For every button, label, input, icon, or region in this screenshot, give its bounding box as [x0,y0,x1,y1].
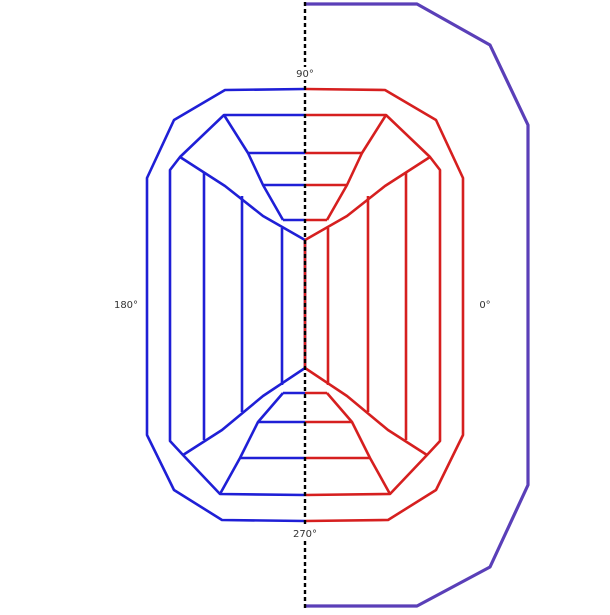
left-corner-top [222,114,285,221]
angle-label-0: 0° [479,300,490,311]
angle-label-270: 270° [293,529,317,540]
label-bottom-bg [291,527,319,540]
right-corner-bottom [326,392,392,495]
right-crown-ring [304,113,442,497]
right-corner-top [325,114,388,221]
left-half-facets [145,87,307,523]
side-profile [305,2,530,608]
right-corner-top-b [304,155,431,242]
right-girdle-outline [304,87,465,523]
right-corner-bottom-b [304,366,428,457]
right-half-facets [303,87,465,523]
label-top-bg [294,67,316,80]
profile-outline [305,2,530,608]
left-crown-ring [168,113,306,497]
angle-label-180: 180° [114,300,138,311]
left-corner-bottom-b [182,366,306,457]
left-girdle-outline [145,87,306,523]
left-corner-top-b [179,155,306,242]
left-corner-bottom [218,392,284,495]
angle-label-90: 90° [296,69,314,80]
